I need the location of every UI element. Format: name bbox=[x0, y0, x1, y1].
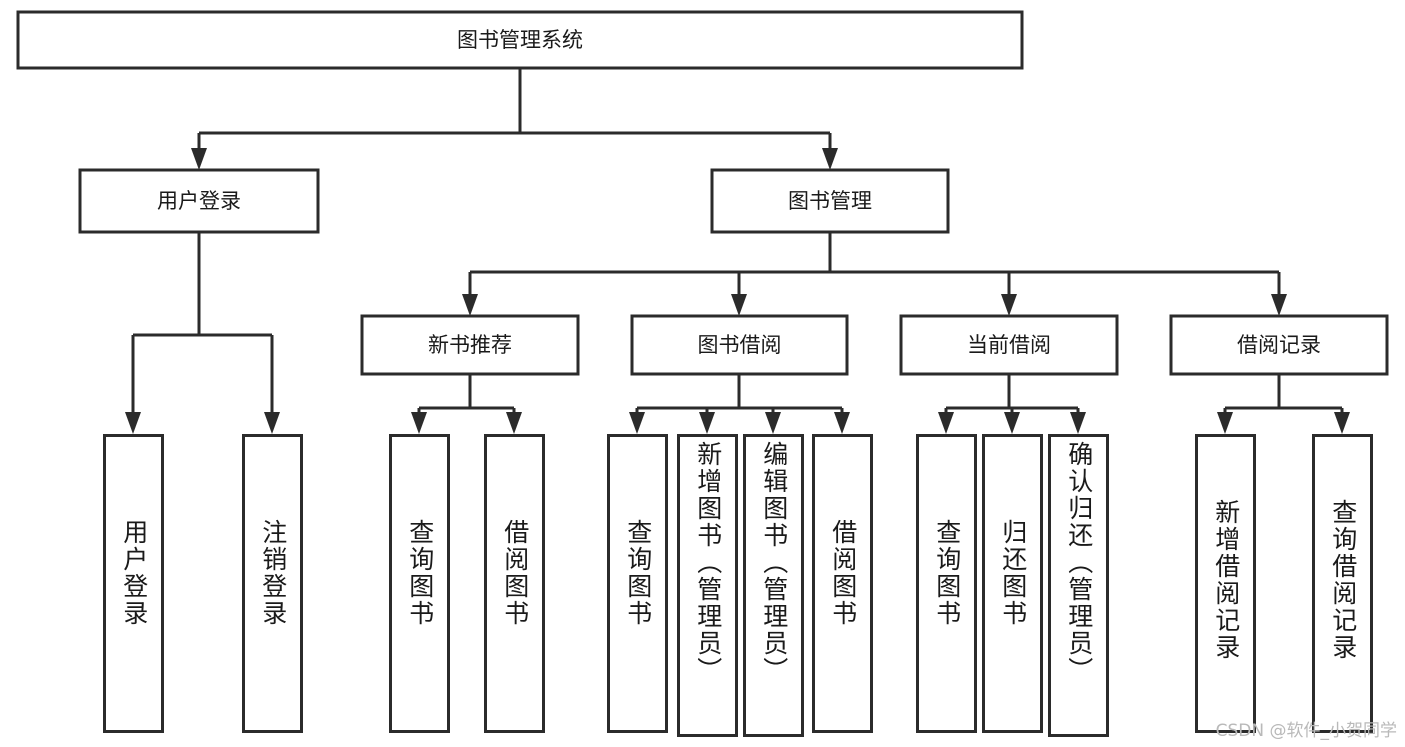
arrow-head-icon bbox=[834, 412, 850, 434]
leaf-node-label: 借阅图书 bbox=[500, 519, 530, 627]
leaf-node-label: 借阅图书 bbox=[828, 519, 858, 627]
arrow-head-icon bbox=[699, 412, 715, 434]
leaf-node-label: 查询借阅记录 bbox=[1328, 499, 1358, 661]
node-box bbox=[899, 314, 1119, 376]
leaf-node-3[interactable]: 借阅图书 bbox=[484, 434, 545, 733]
node-label: 图书管理系统 bbox=[457, 28, 583, 52]
node-label: 图书借阅 bbox=[698, 333, 782, 357]
arrow-head-icon bbox=[822, 148, 838, 170]
node-level3-3[interactable]: 借阅记录 bbox=[1169, 314, 1389, 376]
node-box bbox=[360, 314, 580, 376]
leaf-node-2[interactable]: 查询图书 bbox=[389, 434, 450, 733]
leaf-node-12[interactable]: 查询借阅记录 bbox=[1312, 434, 1373, 733]
node-level3-0[interactable]: 新书推荐 bbox=[360, 314, 580, 376]
node-level3-2[interactable]: 当前借阅 bbox=[899, 314, 1119, 376]
arrow-head-icon bbox=[1001, 294, 1017, 316]
arrow-head-icon bbox=[1334, 412, 1350, 434]
arrow-head-icon bbox=[938, 412, 954, 434]
node-label: 用户登录 bbox=[157, 189, 241, 213]
arrow-head-icon bbox=[731, 294, 747, 316]
arrow-head-icon bbox=[629, 412, 645, 434]
leaf-node-label: 查询图书 bbox=[932, 519, 962, 627]
arrow-head-icon bbox=[1217, 412, 1233, 434]
node-level3-1[interactable]: 图书借阅 bbox=[630, 314, 849, 376]
leaf-node-5[interactable]: 新增图书（管理员） bbox=[677, 434, 738, 737]
node-level2-1[interactable]: 图书管理 bbox=[710, 168, 950, 234]
arrow-head-icon bbox=[765, 412, 781, 434]
arrow-head-icon bbox=[264, 412, 280, 434]
leaf-node-label: 注销登录 bbox=[258, 519, 288, 627]
arrow-head-icon bbox=[1271, 294, 1287, 316]
node-box bbox=[78, 168, 320, 234]
leaf-node-11[interactable]: 新增借阅记录 bbox=[1195, 434, 1256, 733]
node-level2-0[interactable]: 用户登录 bbox=[78, 168, 320, 234]
leaf-node-6[interactable]: 编辑图书（管理员） bbox=[743, 434, 804, 737]
leaf-node-label: 确认归还（管理员） bbox=[1064, 441, 1094, 684]
arrow-head-icon bbox=[411, 412, 427, 434]
leaf-node-4[interactable]: 查询图书 bbox=[607, 434, 668, 733]
connector-layer bbox=[125, 68, 1350, 434]
arrow-head-icon bbox=[506, 412, 522, 434]
leaf-node-1[interactable]: 注销登录 bbox=[242, 434, 303, 733]
leaf-node-7[interactable]: 借阅图书 bbox=[812, 434, 873, 733]
node-label: 图书管理 bbox=[788, 189, 872, 213]
leaf-node-label: 查询图书 bbox=[623, 519, 653, 627]
leaf-node-label: 新增图书（管理员） bbox=[693, 441, 723, 684]
leaf-node-10[interactable]: 确认归还（管理员） bbox=[1048, 434, 1109, 737]
node-label: 新书推荐 bbox=[428, 333, 512, 357]
leaf-node-0[interactable]: 用户登录 bbox=[103, 434, 164, 733]
leaf-node-9[interactable]: 归还图书 bbox=[982, 434, 1043, 733]
leaf-node-label: 新增借阅记录 bbox=[1211, 499, 1241, 661]
arrow-head-icon bbox=[191, 148, 207, 170]
arrow-head-icon bbox=[125, 412, 141, 434]
leaf-node-label: 编辑图书（管理员） bbox=[759, 441, 789, 684]
node-box bbox=[630, 314, 849, 376]
leaf-node-8[interactable]: 查询图书 bbox=[916, 434, 977, 733]
arrow-head-icon bbox=[1070, 412, 1086, 434]
arrow-head-icon bbox=[462, 294, 478, 316]
arrow-head-icon bbox=[1004, 412, 1020, 434]
node-box bbox=[710, 168, 950, 234]
node-root-0[interactable]: 图书管理系统 bbox=[16, 10, 1024, 70]
leaf-node-label: 查询图书 bbox=[405, 519, 435, 627]
leaf-node-label: 用户登录 bbox=[119, 519, 149, 627]
node-label: 借阅记录 bbox=[1237, 333, 1321, 357]
node-box bbox=[16, 10, 1024, 70]
node-box bbox=[1169, 314, 1389, 376]
node-label: 当前借阅 bbox=[967, 333, 1051, 357]
leaf-node-label: 归还图书 bbox=[998, 519, 1028, 627]
